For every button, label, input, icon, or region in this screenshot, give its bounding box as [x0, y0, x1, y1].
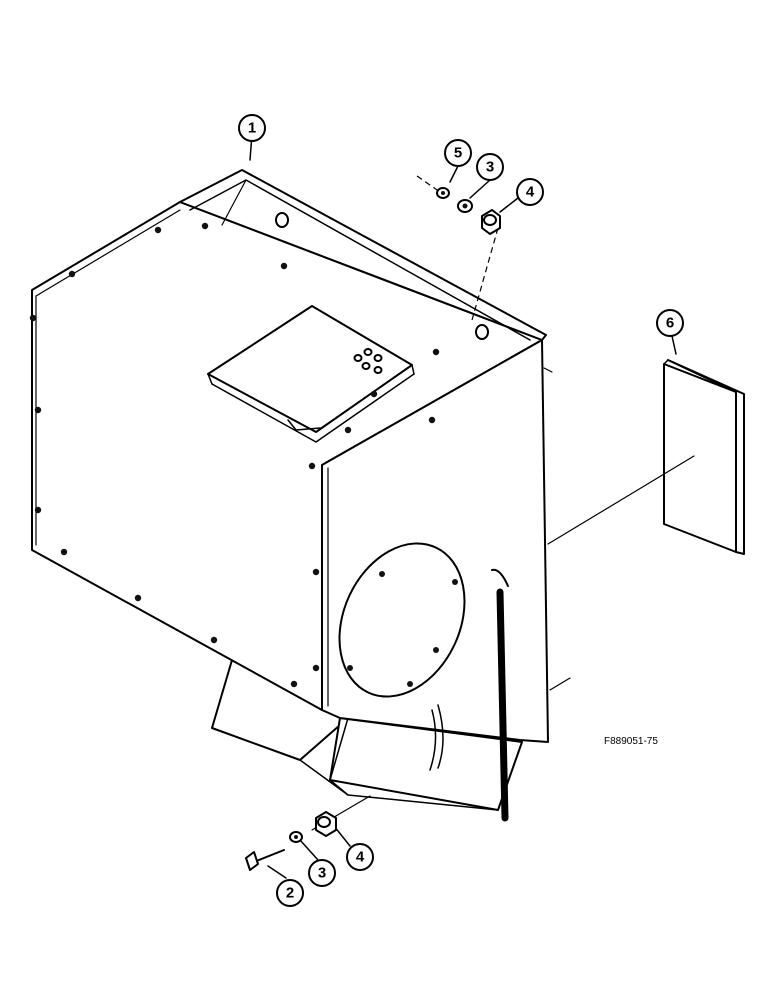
top-hardware	[436, 187, 501, 235]
callout-6-label: 6	[666, 315, 674, 332]
callout-1-label: 1	[248, 120, 256, 137]
callout-3-top-label: 3	[486, 159, 494, 176]
access-cover	[207, 305, 415, 443]
top-flange	[179, 169, 547, 341]
lower-chute	[211, 659, 523, 811]
panel-fasteners	[29, 222, 458, 688]
vent-tube	[429, 568, 509, 822]
callout-2: 2	[276, 879, 304, 907]
callout-3-bottom: 3	[308, 859, 336, 887]
callout-5-label: 5	[454, 145, 462, 162]
filter-element	[663, 359, 745, 555]
callout-3-bottom-label: 3	[318, 865, 326, 882]
callout-2-label: 2	[286, 885, 294, 902]
callout-4-top-label: 4	[526, 184, 535, 201]
housing-side-panel	[321, 339, 549, 743]
callout-4-bottom: 4	[346, 843, 374, 871]
figure-code: F889051-75	[604, 736, 658, 747]
callout-1: 1	[238, 114, 266, 142]
callout-4-top: 4	[516, 178, 544, 206]
callout-5: 5	[444, 139, 472, 167]
callout-4-bottom-label: 4	[356, 849, 365, 866]
bottom-hardware	[245, 811, 337, 871]
callout-3-top: 3	[476, 153, 504, 181]
callout-6: 6	[656, 309, 684, 337]
